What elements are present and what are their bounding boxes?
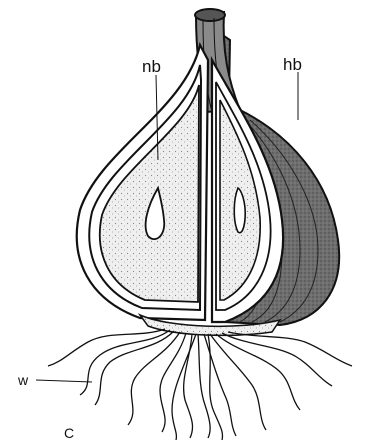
label-old-bulb: hb	[283, 55, 302, 74]
right-clove-section	[212, 60, 283, 322]
new-bulb-section	[77, 45, 208, 320]
label-roots: w	[17, 372, 29, 388]
roots	[48, 329, 352, 440]
label-new-bulb: nb	[142, 57, 161, 76]
corner-mark: C	[64, 425, 74, 440]
